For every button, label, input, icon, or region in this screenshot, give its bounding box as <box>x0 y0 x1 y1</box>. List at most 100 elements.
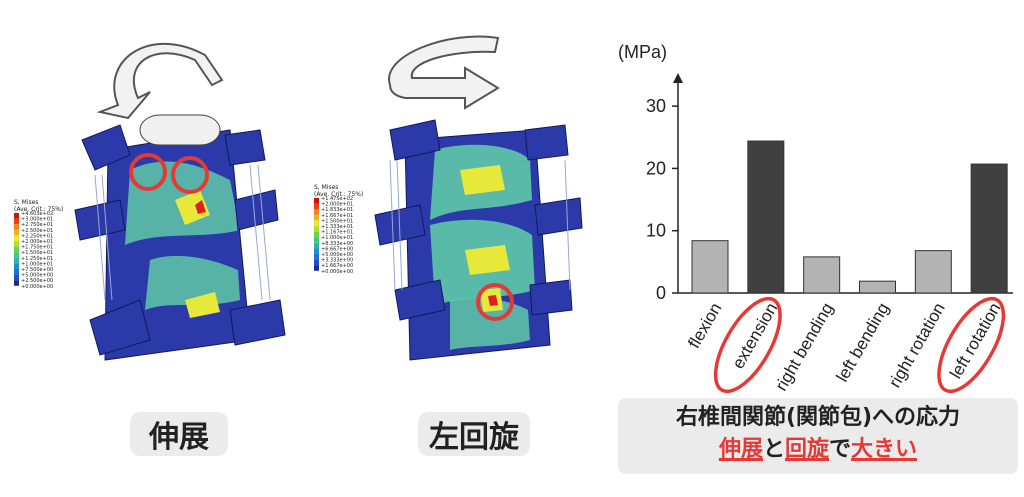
left-rotation-spine-model-image: S, Mises (Ave. Crit.: 75%) +1.475e+02+2.… <box>314 35 583 361</box>
legend-subtitle: (Ave. Crit.: 75%) <box>314 191 363 198</box>
legend-swatch <box>14 235 19 241</box>
legend-swatch <box>314 226 319 232</box>
legend-swatch <box>14 218 19 225</box>
spine-mesh <box>74 114 286 361</box>
extension-spine-model-image: S, Mises (Ave. Crit.: 75%) +4.603e+02+3.… <box>14 42 286 361</box>
y-tick-label: 30 <box>646 96 666 116</box>
summary-emphasis: 大きい <box>851 437 918 462</box>
legend-swatch <box>314 254 319 260</box>
y-tick-label: 10 <box>646 221 666 241</box>
bar-right-rotation <box>914 250 952 294</box>
legend-tick-label: +2.000e+01 <box>21 239 53 245</box>
y-tick-label: 0 <box>656 283 666 303</box>
legend-tick-label: +5.000e+00 <box>21 273 53 279</box>
summary-line2: 伸展と回旋で大きい <box>618 434 1018 466</box>
legend-swatch <box>14 229 19 236</box>
legend-tick-label: +1.667e+01 <box>321 213 353 219</box>
legend-tick-label: +3.000e+01 <box>21 217 53 223</box>
highlight-circle <box>476 283 514 321</box>
stress-legend: S, Mises (Ave. Crit.: 75%) +4.603e+02+3.… <box>14 199 63 290</box>
legend-tick-label: +1.250e+01 <box>21 256 53 262</box>
legend-tick-label: +0.000e+00 <box>21 284 53 290</box>
legend-tick-label: +1.500e+01 <box>321 218 353 224</box>
legend-tick-label: +6.667e+00 <box>321 246 353 252</box>
legend-swatch <box>14 280 19 286</box>
legend-tick-label: +1.475e+02 <box>321 196 353 202</box>
y-axis-arrow-icon <box>673 73 683 83</box>
legend-tick-label: +2.500e+00 <box>21 278 53 284</box>
legend-title: S, Mises <box>14 199 38 206</box>
legend-swatch <box>14 252 19 258</box>
legend-tick-label: +7.500e+00 <box>21 267 53 273</box>
x-tick-label: flexion <box>684 300 725 352</box>
legend-tick-label: +2.500e+01 <box>21 228 53 234</box>
spine-mesh <box>374 119 583 361</box>
legend-tick-label: +3.333e+00 <box>321 258 353 264</box>
legend-swatch <box>314 214 319 221</box>
legend-tick-label: +4.603e+02 <box>21 211 53 217</box>
legend-tick-label: +2.750e+01 <box>21 222 53 228</box>
rotation-arrow-icon <box>388 35 500 110</box>
summary-emphasis: 回旋 <box>784 437 829 462</box>
legend-tick-label: +1.333e+01 <box>321 224 353 230</box>
legend-tick-label: +5.000e+00 <box>321 252 353 258</box>
highlight-circle <box>129 153 167 191</box>
stress-legend: S, Mises (Ave. Crit.: 75%) +1.475e+02+2.… <box>314 184 363 275</box>
highlight-circle <box>171 156 209 194</box>
legend-title: S, Mises <box>314 184 338 191</box>
legend-subtitle: (Ave. Crit.: 75%) <box>14 206 63 213</box>
legend-tick-label: +1.000e+01 <box>21 261 53 267</box>
y-tick-label: 20 <box>646 158 666 178</box>
legend-swatch <box>314 259 319 266</box>
legend-tick-label: +1.667e+00 <box>321 263 353 269</box>
legend-swatch <box>14 274 19 281</box>
extension-caption: 伸展 <box>130 412 228 456</box>
summary-emphasis: 伸展 <box>718 437 763 462</box>
rotation-arrow-icon <box>96 42 224 120</box>
extension-model-panel: S, Mises (Ave. Crit.: 75%) +4.603e+02+3.… <box>0 0 300 456</box>
legend-tick-label: +2.000e+01 <box>321 202 353 208</box>
legend-swatch <box>314 198 319 204</box>
legend-swatch <box>314 220 319 226</box>
legend-swatch <box>314 209 319 215</box>
legend-swatch <box>314 265 319 271</box>
bar-left-rotation <box>970 163 1008 294</box>
legend-tick-label: +1.000e+01 <box>321 235 353 241</box>
highlight-ellipse <box>937 296 1006 394</box>
x-tick-label: extension <box>728 300 781 373</box>
legend-swatch <box>14 257 19 264</box>
legend-tick-label: +1.833e+01 <box>321 207 353 213</box>
highlight-ellipse <box>713 296 782 394</box>
summary-line1: 右椎間関節(関節包)への応力 <box>675 405 961 430</box>
legend-tick-label: +2.250e+01 <box>21 233 53 239</box>
legend-swatch <box>14 246 19 253</box>
summary-text: と <box>762 437 785 462</box>
legend-swatch <box>314 237 319 243</box>
legend-swatch <box>14 263 19 269</box>
legend-tick-label: +1.167e+01 <box>321 230 353 236</box>
legend-tick-label: +8.333e+00 <box>321 241 353 247</box>
legend-swatch <box>14 213 19 219</box>
bar-extension <box>747 140 785 294</box>
legend-tick-label: +0.000e+00 <box>321 269 353 275</box>
legend-tick-label: +1.750e+01 <box>21 245 53 251</box>
legend-tick-label: +1.500e+01 <box>21 250 53 256</box>
left-rotation-caption: 左回旋 <box>418 412 530 456</box>
y-axis-label: (MPa) <box>618 42 667 62</box>
legend-swatch <box>14 224 19 230</box>
legend-swatch <box>314 231 319 238</box>
summary-box: 右椎間関節(関節包)への応力 伸展と回旋で大きい <box>618 398 1018 474</box>
bar-right-bending <box>803 256 841 294</box>
x-tick-label: left bending <box>833 300 893 386</box>
legend-swatch <box>314 203 319 210</box>
x-tick-label: left rotation <box>946 300 1005 382</box>
legend-swatch <box>14 269 19 275</box>
summary-text: で <box>829 437 852 462</box>
bar-left-bending <box>859 280 896 294</box>
legend-swatch <box>14 241 19 247</box>
left-rotation-model-panel: S, Mises (Ave. Crit.: 75%) +1.475e+02+2.… <box>300 0 600 456</box>
legend-swatch <box>314 248 319 254</box>
bar-flexion <box>691 240 729 294</box>
legend-swatch <box>314 242 319 249</box>
